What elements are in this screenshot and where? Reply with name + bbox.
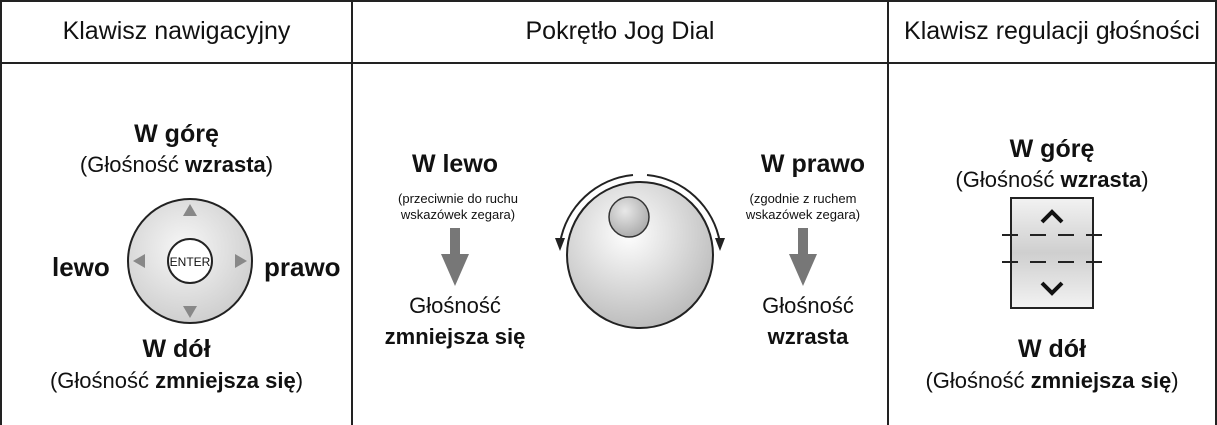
table-divider-2: [887, 0, 889, 425]
volume-key-icon: [1002, 197, 1102, 309]
nav-up-caption: (Głośność wzrasta): [79, 152, 274, 177]
chevron-down-icon: [1040, 281, 1064, 296]
volume-up-title: W górę: [1009, 135, 1095, 163]
jog-right-result-2: wzrasta: [767, 324, 849, 349]
table-header-divider: [0, 62, 1217, 64]
header-volume-key: Klawisz regulacji głośności: [904, 16, 1200, 45]
jog-dial-icon: [555, 174, 725, 329]
volume-down-title: W dół: [1017, 335, 1087, 363]
clockwise-arc-icon: [646, 174, 721, 244]
arrow-up-icon: [183, 204, 197, 216]
nav-down-caption: (Głośność zmniejsza się): [49, 368, 304, 393]
jog-right-title: W prawo: [760, 150, 866, 178]
volume-up-caption: (Głośność wzrasta): [955, 167, 1149, 192]
table-top-border: [0, 0, 1217, 2]
nav-left-label: lewo: [52, 252, 110, 282]
volume-down-caption: (Głośność zmniejsza się): [925, 368, 1179, 393]
nav-down-title: W dół: [142, 335, 211, 363]
arrow-down-icon: [183, 306, 197, 318]
arrow-right-icon: [235, 254, 247, 268]
enter-key-label: ENTER: [170, 255, 211, 269]
jog-left-down-arrow-icon: [441, 228, 469, 286]
chevron-up-icon: [1040, 209, 1064, 224]
table-right-border: [1215, 0, 1217, 425]
jog-left-result-2: zmniejsza się: [384, 324, 526, 349]
table-left-border: [0, 0, 2, 425]
navigation-key-icon: ENTER: [127, 198, 253, 324]
nav-right-label: prawo: [264, 252, 341, 282]
jog-left-title: W lewo: [411, 150, 499, 178]
jog-left-result-1: Głośność: [409, 293, 501, 318]
table-divider-1: [351, 0, 353, 425]
counterclockwise-arc-icon: [559, 174, 634, 244]
jog-right-down-arrow-icon: [789, 228, 817, 286]
nav-up-title: W górę: [134, 120, 219, 148]
header-navigation-key: Klawisz nawigacyjny: [62, 16, 291, 45]
header-jog-dial: Pokrętło Jog Dial: [525, 16, 715, 45]
arrow-left-icon: [133, 254, 145, 268]
jog-right-result-1: Głośność: [762, 293, 854, 318]
